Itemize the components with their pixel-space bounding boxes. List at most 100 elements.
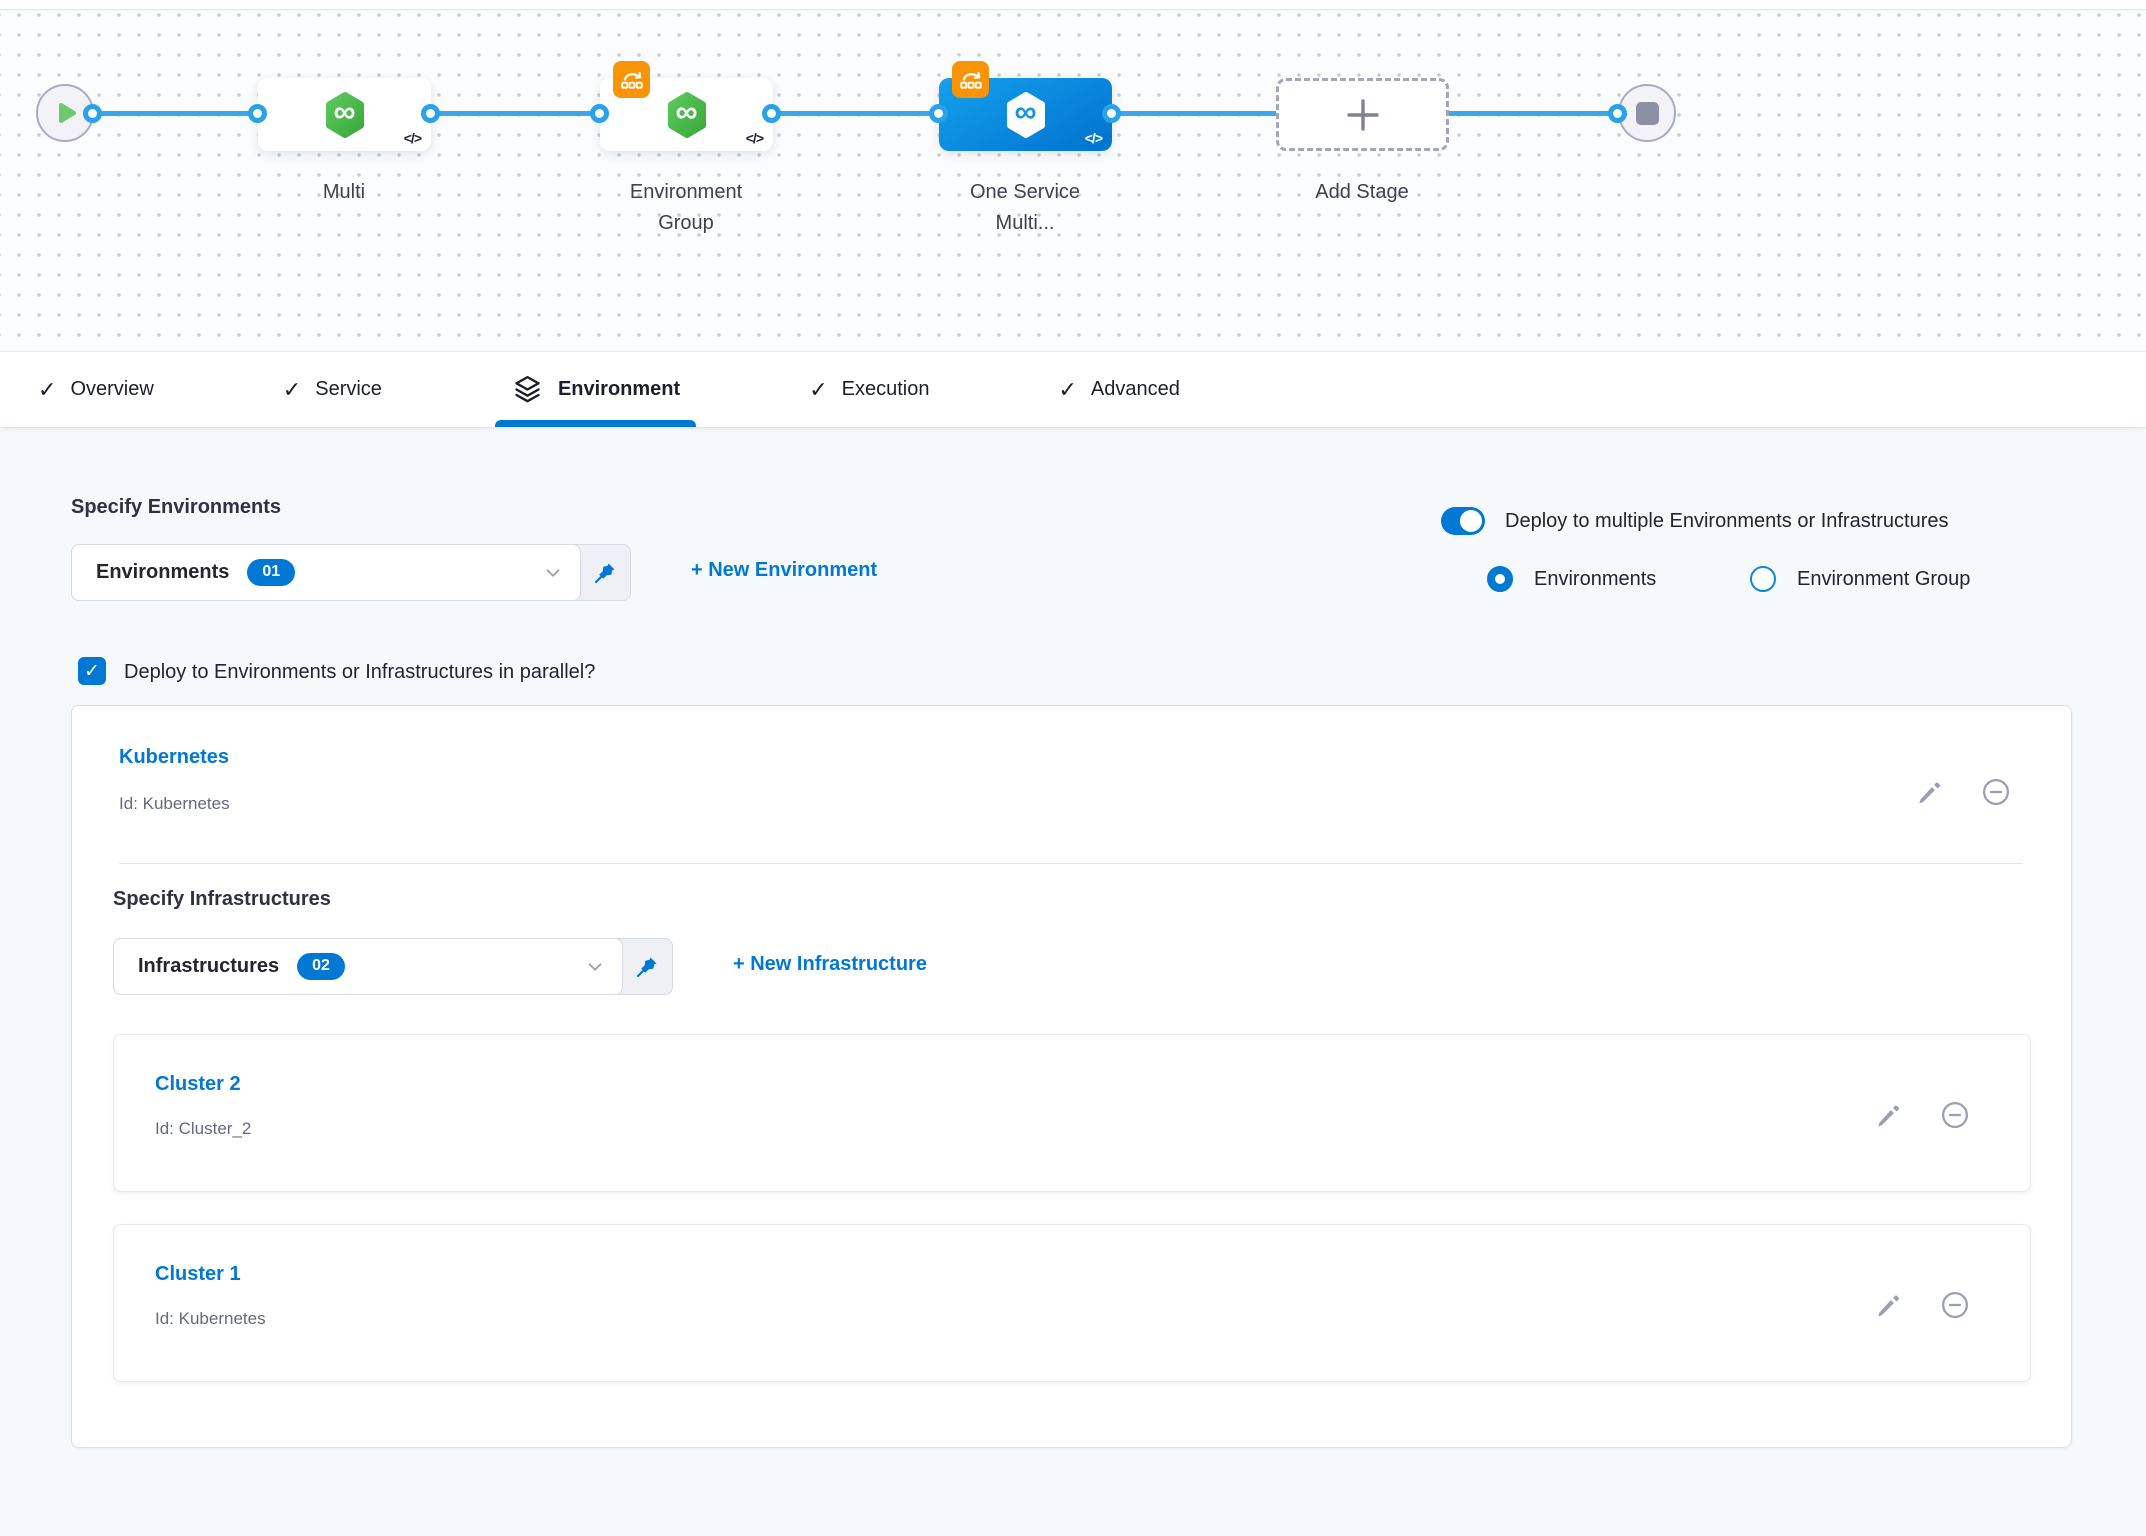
minus-circle-icon — [1942, 1102, 1968, 1128]
cd-stage-icon: ∞ — [1004, 91, 1048, 139]
tab-service[interactable]: ✓ Service — [283, 352, 382, 427]
radio-environment-group-label[interactable]: Environment Group — [1797, 568, 1971, 590]
infrastructure-row-actions — [1875, 1100, 1970, 1130]
infrastructure-name-link[interactable]: Cluster 2 — [155, 1073, 241, 1095]
connector-line — [772, 111, 939, 116]
connector-point — [590, 104, 609, 123]
environment-name-link[interactable]: Kubernetes — [119, 746, 230, 768]
multi-env-toggle-label: Deploy to multiple Environments or Infra… — [1505, 510, 1949, 532]
code-glyph-icon: </> — [1084, 130, 1103, 146]
infrastructures-select-label: Infrastructures — [138, 955, 280, 977]
environment-id-text: Id: Kubernetes — [119, 794, 230, 813]
pipeline-start-node — [36, 84, 94, 142]
environment-row-actions — [1916, 777, 2011, 807]
infinity-icon: ∞ — [333, 93, 356, 129]
edit-infrastructure-button[interactable] — [1875, 1292, 1902, 1319]
divider — [119, 863, 2023, 864]
minus-circle-icon — [1942, 1292, 1968, 1318]
parallel-deploy-checkbox[interactable]: ✓ — [78, 657, 106, 685]
infrastructures-count-badge: 02 — [297, 953, 345, 980]
infrastructures-select-field[interactable]: Infrastructures 02 — [113, 938, 623, 995]
tab-label: Environment — [557, 378, 681, 400]
pencil-icon — [1919, 782, 1940, 803]
rolling-deployment-badge-icon — [952, 61, 989, 98]
check-icon: ✓ — [1058, 376, 1077, 402]
connector-point — [83, 104, 102, 123]
pencil-icon — [1878, 1295, 1899, 1316]
connector-point — [929, 104, 948, 123]
top-strip — [0, 0, 2146, 10]
remove-infrastructure-button[interactable] — [1940, 1290, 1970, 1320]
infrastructure-row-actions — [1875, 1290, 1970, 1320]
infrastructures-select: Infrastructures 02 — [113, 938, 673, 995]
environments-select: Environments 01 — [71, 544, 631, 601]
infrastructure-id-text: Id: Cluster_2 — [155, 1119, 252, 1138]
check-icon: ✓ — [38, 376, 57, 402]
tab-execution[interactable]: ✓ Execution — [809, 352, 929, 427]
stage-label: Add Stage — [1315, 181, 1409, 203]
radio-environments[interactable] — [1487, 566, 1513, 592]
plus-icon — [1346, 98, 1379, 131]
infinity-icon: ∞ — [1014, 93, 1037, 129]
remove-environment-button[interactable] — [1981, 777, 2011, 807]
specify-infrastructures-heading: Specify Infrastructures — [113, 888, 331, 910]
stage-node-one-service-multi[interactable]: ∞ </> — [939, 61, 1112, 151]
chevron-down-icon — [542, 562, 564, 584]
new-infrastructure-link[interactable]: + New Infrastructure — [733, 953, 927, 975]
check-icon: ✓ — [84, 660, 100, 682]
connector-line — [93, 111, 258, 116]
tab-advanced[interactable]: ✓ Advanced — [1058, 352, 1179, 427]
add-stage-button[interactable] — [1276, 78, 1449, 151]
environments-count-badge: 01 — [247, 559, 296, 586]
check-icon: ✓ — [282, 376, 302, 402]
stage-node-environment-group[interactable]: ∞ </> — [600, 61, 773, 151]
stop-icon — [1635, 101, 1659, 125]
parallel-deploy-checkbox-label[interactable]: Deploy to Environments or Infrastructure… — [124, 661, 596, 683]
play-icon — [59, 103, 76, 123]
connector-point — [421, 104, 440, 123]
infrastructure-card-cluster-2: Cluster 2 Id: Cluster_2 — [113, 1034, 2031, 1192]
edit-infrastructure-button[interactable] — [1875, 1102, 1902, 1129]
stage-label: Environment Group — [629, 181, 743, 234]
cd-stage-icon: ∞ — [323, 91, 367, 139]
environment-card: Kubernetes Id: Kubernetes Specify Infras… — [71, 705, 2072, 1448]
infrastructure-name-link[interactable]: Cluster 1 — [155, 1263, 241, 1285]
pipeline-end-node — [1618, 84, 1676, 142]
tab-label: Overview — [70, 378, 154, 400]
stage-tabbar: ✓ Overview ✓ Service Environment ✓ Execu… — [0, 352, 2146, 428]
radio-environments-label[interactable]: Environments — [1534, 568, 1657, 590]
tab-label: Service — [315, 378, 382, 400]
connector-line — [431, 111, 600, 116]
pipeline-canvas[interactable]: ∞ </> ∞ </> — [0, 11, 2146, 352]
pencil-icon — [1878, 1105, 1899, 1126]
cd-stage-icon: ∞ — [665, 91, 709, 139]
chevron-down-icon — [584, 956, 606, 978]
connector-point — [1608, 104, 1627, 123]
code-glyph-icon: </> — [403, 130, 422, 146]
tab-environment[interactable]: Environment — [494, 352, 697, 427]
rolling-deployment-badge-icon — [613, 61, 650, 98]
connector-point — [762, 104, 781, 123]
pin-button[interactable] — [580, 545, 630, 600]
environment-layers-icon — [515, 375, 540, 403]
environments-select-field[interactable]: Environments 01 — [71, 544, 581, 601]
code-glyph-icon: </> — [745, 130, 764, 146]
specify-environments-heading: Specify Environments — [71, 496, 282, 518]
infinity-icon: ∞ — [675, 93, 698, 129]
edit-environment-button[interactable] — [1916, 779, 1943, 806]
remove-infrastructure-button[interactable] — [1940, 1100, 1970, 1130]
multi-env-toggle[interactable] — [1441, 507, 1485, 535]
stage-label: One Service Multi... — [969, 181, 1081, 234]
radio-environment-group[interactable] — [1750, 566, 1776, 592]
minus-circle-icon — [1983, 779, 2009, 805]
stage-node-multi[interactable]: ∞ </> — [258, 78, 431, 151]
check-icon: ✓ — [809, 376, 828, 402]
new-environment-link[interactable]: + New Environment — [691, 559, 878, 581]
pin-icon — [636, 957, 657, 977]
tab-label: Advanced — [1090, 378, 1180, 400]
connector-point — [248, 104, 267, 123]
environments-select-label: Environments — [96, 561, 230, 583]
pin-button[interactable] — [622, 939, 672, 994]
tab-overview[interactable]: ✓ Overview — [38, 352, 154, 427]
